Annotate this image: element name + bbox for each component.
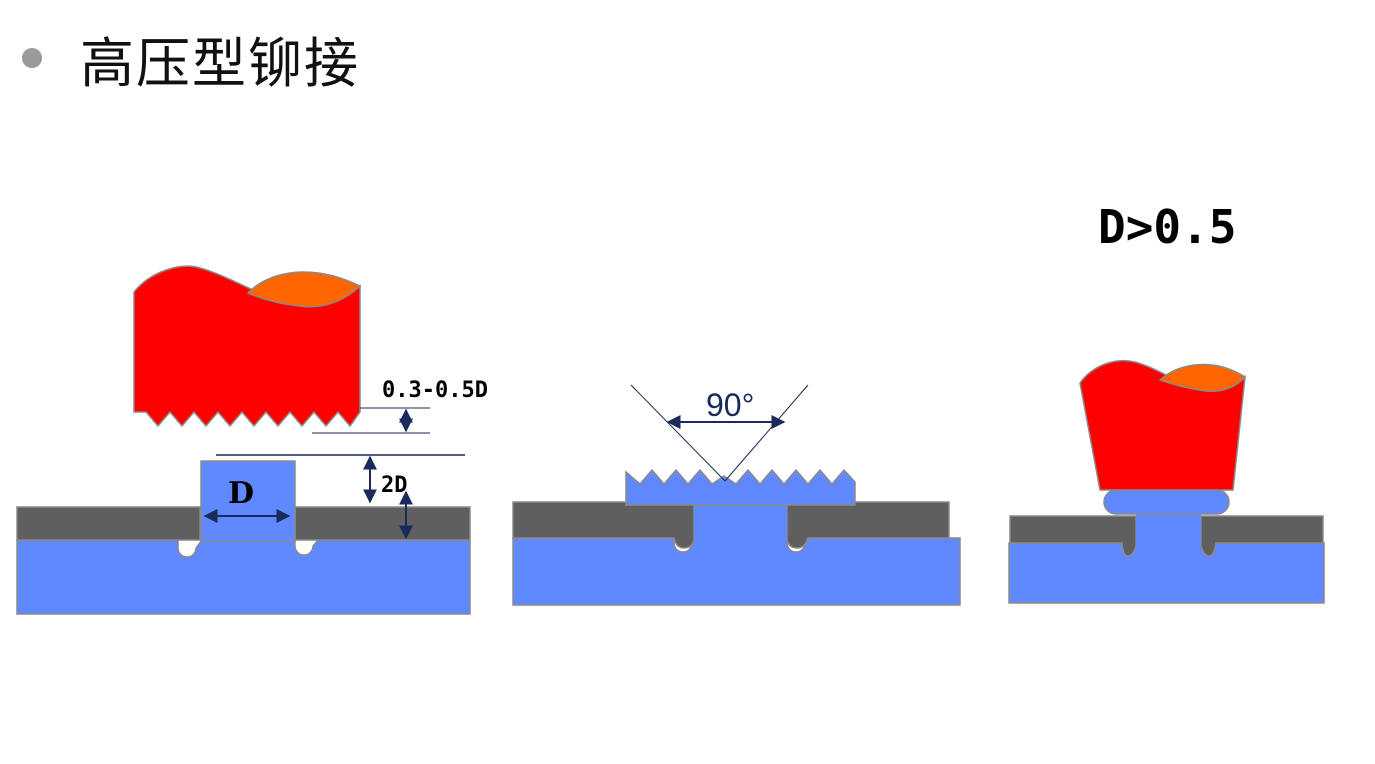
stage2-flattened-head [625,468,856,506]
stage2-base-plate [512,537,961,606]
stage1-sheet-left [16,506,201,541]
stage2-stud [694,500,787,540]
diameter-label: D [228,476,254,511]
stage-1-before-pressing: 0.3-0.5D 2D D [16,265,488,615]
ratio-label: D>0.5 [1098,200,1237,254]
stage-3-riveted [1008,359,1325,604]
stage3-base-plate [1008,542,1325,604]
angle-line-right [724,384,809,482]
stage3-punch-tip [1158,363,1247,392]
stage3-sheet-left [1009,515,1137,557]
slide-title: 高压型铆接 [80,31,360,95]
stage1-stud [200,460,296,542]
title-row: 高压型铆接 [22,26,360,95]
stage-2-pressing: 90° [512,384,961,606]
stage1-base-plate [16,539,471,615]
stage1-sheet-right [294,506,471,541]
angle-line-left [630,384,726,482]
angle-label: 90° [706,387,754,423]
gap-label: 0.3-0.5D [382,378,488,403]
bullet-icon [22,48,42,68]
stage3-sheet-right [1200,515,1324,557]
stage1-punch-tip [246,271,362,308]
stage2-sheet-right [786,501,950,549]
height-label: 2D [381,473,408,498]
stage2-sheet-left [512,501,695,549]
stage3-rivet-head [1103,489,1230,515]
